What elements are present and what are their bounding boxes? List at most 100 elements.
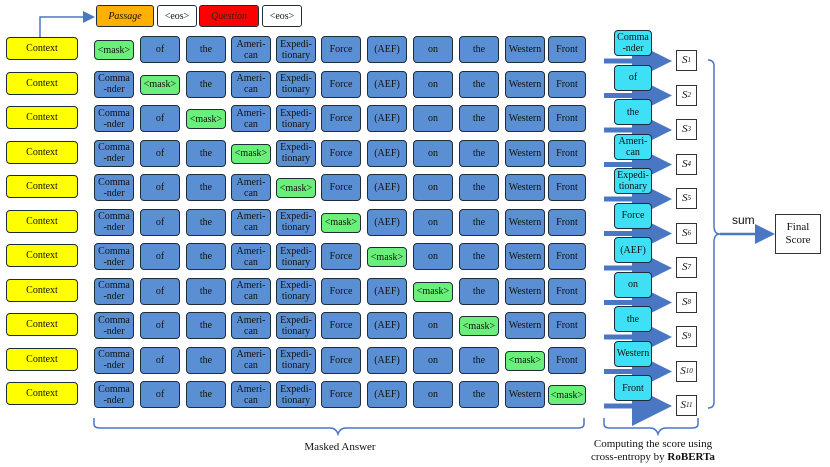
answer-token: Front xyxy=(548,208,586,236)
answer-token: Expedi-tionary xyxy=(276,346,316,374)
answer-token: Ameri-can xyxy=(231,36,271,63)
answer-token: Expedi-tionary xyxy=(276,277,316,305)
answer-token: (AEF) xyxy=(367,105,407,132)
target-token: of xyxy=(614,64,652,91)
target-token: Comma-nder xyxy=(614,30,652,56)
score-index: 9 xyxy=(687,332,692,340)
answer-token: Western xyxy=(505,312,545,339)
scores-brace xyxy=(707,59,721,409)
question-box: Question xyxy=(199,5,259,27)
mask-token: <mask> xyxy=(459,316,499,336)
target-token: the xyxy=(614,99,652,125)
answer-token: Front xyxy=(548,139,586,167)
mask-token: <mask> xyxy=(548,385,586,405)
answer-token: Comma-nder xyxy=(94,174,134,201)
answer-token: of xyxy=(140,174,180,201)
answer-token: Expedi-tionary xyxy=(276,105,316,132)
answer-token: Comma-nder xyxy=(94,346,134,374)
answer-token: the xyxy=(186,139,226,167)
target-token: Expedi-tionary xyxy=(614,168,652,194)
answer-token: Expedi-tionary xyxy=(276,36,316,63)
answer-token: Expedi-tionary xyxy=(276,381,316,408)
answer-token: of xyxy=(140,312,180,339)
answer-token: Expedi-tionary xyxy=(276,243,316,270)
answer-token: on xyxy=(413,36,453,63)
answer-token: the xyxy=(459,243,499,270)
context-box: Context xyxy=(6,244,78,267)
target-token: on xyxy=(614,271,652,298)
mask-token: <mask> xyxy=(276,178,316,198)
answer-token: (AEF) xyxy=(367,36,407,63)
score-index: 2 xyxy=(687,90,692,99)
answer-token: Force xyxy=(321,139,361,167)
answer-token: Force xyxy=(321,312,361,339)
score-index: 11 xyxy=(686,401,693,409)
score-symbol: S xyxy=(682,226,688,239)
answer-token: the xyxy=(186,346,226,374)
answer-token: of xyxy=(140,277,180,305)
answer-token: Expedi-tionary xyxy=(276,312,316,339)
context-box: Context xyxy=(6,71,78,95)
context-box: Context xyxy=(6,382,78,405)
answer-token: Comma-nder xyxy=(94,381,134,408)
score-symbol: S xyxy=(680,399,687,411)
score-index: 8 xyxy=(687,297,692,306)
roberta-label: RoBERTa xyxy=(667,451,715,463)
score-symbol: S xyxy=(682,261,688,273)
answer-token: of xyxy=(140,346,180,374)
score-symbol: S xyxy=(682,54,688,66)
eos-box-2: <eos> xyxy=(262,5,302,27)
answer-token: Front xyxy=(548,277,586,305)
answer-token: Ameri-can xyxy=(231,243,271,270)
answer-token: Comma-nder xyxy=(94,312,134,339)
answer-token: Western xyxy=(505,70,545,98)
answer-token: Ameri-can xyxy=(231,346,271,374)
answer-token: Ameri-can xyxy=(231,312,271,339)
score-index: 10 xyxy=(685,366,693,375)
answer-token: the xyxy=(186,312,226,339)
answer-token: (AEF) xyxy=(367,70,407,98)
answer-token: the xyxy=(459,36,499,63)
answer-token: Ameri-can xyxy=(231,208,271,236)
answer-token: Western xyxy=(505,243,545,270)
target-token: the xyxy=(614,306,652,332)
score-symbol: S xyxy=(682,88,688,101)
answer-token: Force xyxy=(321,277,361,305)
answer-token: on xyxy=(413,208,453,236)
answer-token: on xyxy=(413,139,453,167)
answer-token: of xyxy=(140,105,180,132)
answer-token: of xyxy=(140,243,180,270)
answer-token: Force xyxy=(321,243,361,270)
target-token: Force xyxy=(614,202,652,229)
score-index: 7 xyxy=(687,263,692,271)
answer-token: Front xyxy=(548,70,586,98)
answer-token: Front xyxy=(548,105,586,132)
context-box: Context xyxy=(6,278,78,302)
answer-token: on xyxy=(413,70,453,98)
answer-token: Ameri-can xyxy=(231,381,271,408)
answer-token: Expedi-tionary xyxy=(276,208,316,236)
mask-token: <mask> xyxy=(186,109,226,129)
answer-token: Front xyxy=(548,36,586,63)
mask-token: <mask> xyxy=(505,350,545,371)
context-box: Context xyxy=(6,313,78,336)
answer-token: the xyxy=(186,381,226,408)
answer-token: Force xyxy=(321,70,361,98)
answer-token: Front xyxy=(548,346,586,374)
answer-token: Western xyxy=(505,277,545,305)
score-index: 3 xyxy=(687,125,692,133)
answer-token: of xyxy=(140,36,180,63)
target-token: Western xyxy=(614,340,652,367)
answer-token: Expedi-tionary xyxy=(276,139,316,167)
answer-token: Force xyxy=(321,105,361,132)
answer-token: Western xyxy=(505,105,545,132)
answer-token: Force xyxy=(321,36,361,63)
score-symbol: S xyxy=(680,364,686,377)
